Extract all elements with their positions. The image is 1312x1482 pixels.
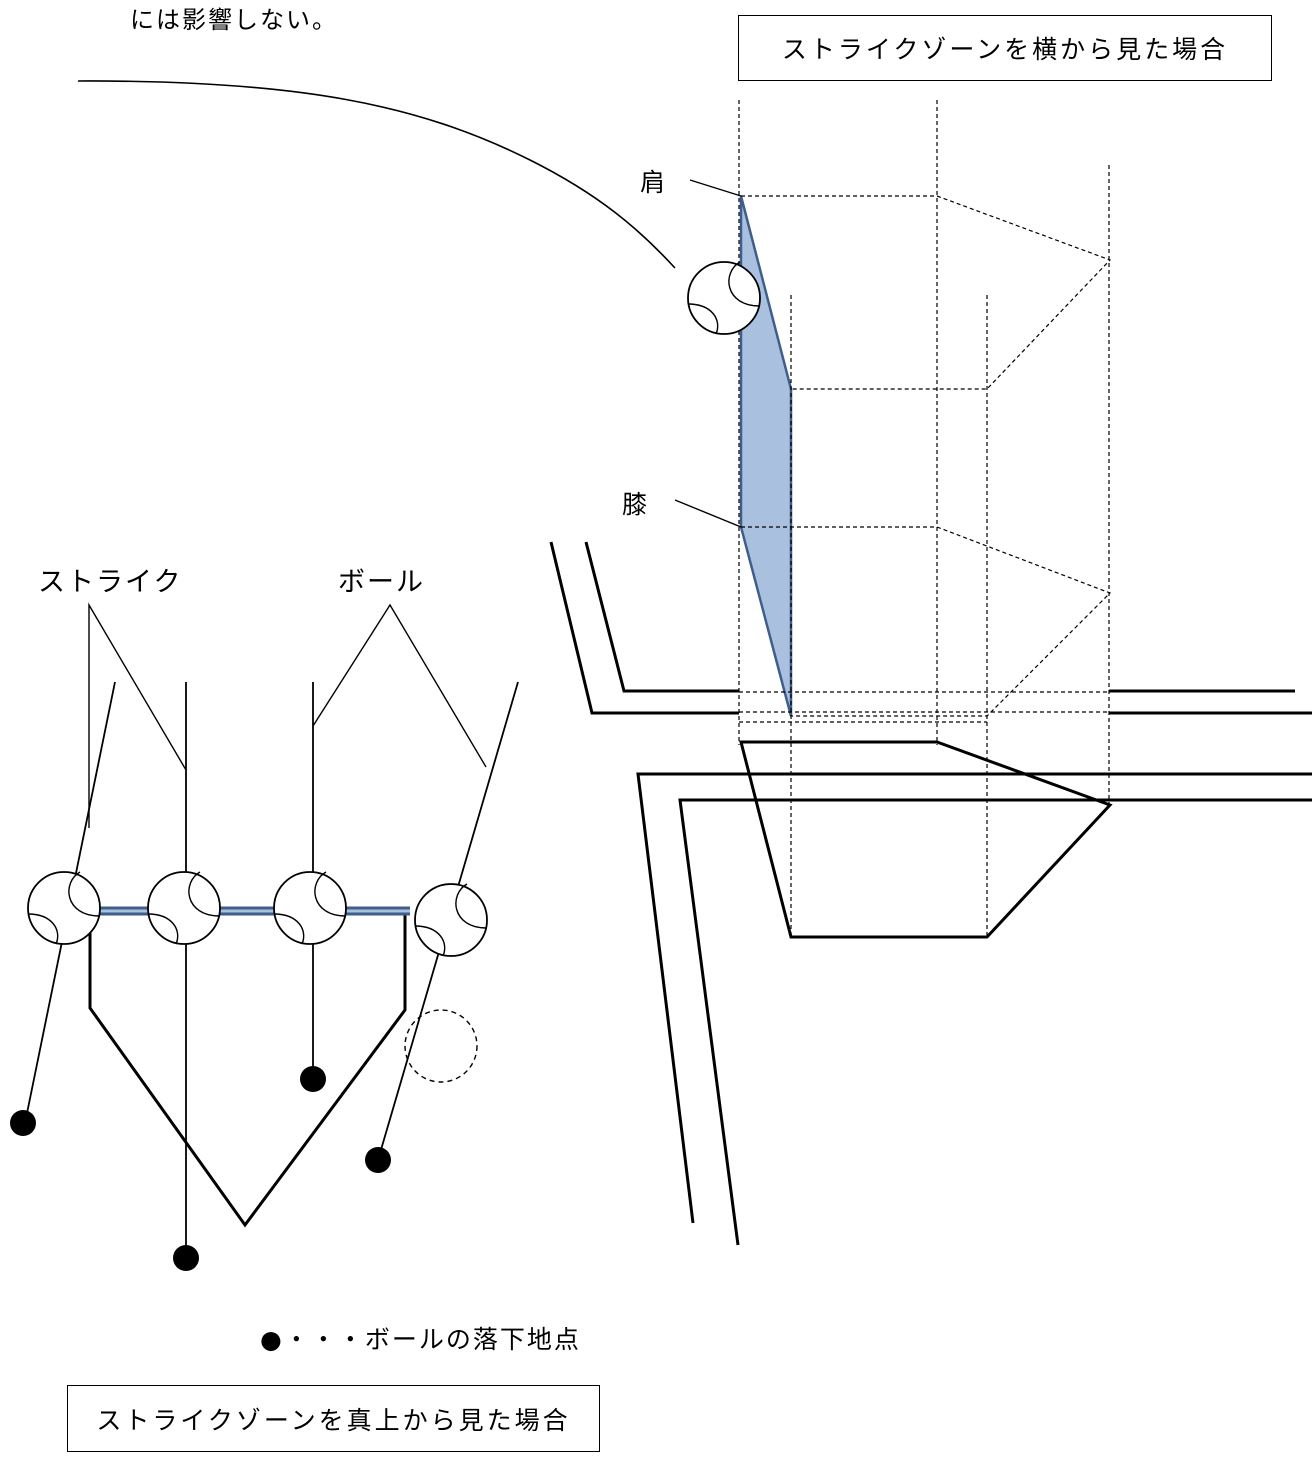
home-plate-top (88, 910, 407, 1228)
top-view-title: ストライクゾーンを真上から見た場合 (67, 1385, 600, 1452)
zone-prism-outline (739, 195, 1112, 723)
shoulder-label: 肩 (640, 168, 668, 197)
knee-label: 膝 (622, 490, 650, 519)
guide-lines (738, 100, 1110, 935)
baseball-side-icon (687, 261, 761, 335)
side-view-title: ストライクゾーンを横から見た場合 (738, 15, 1272, 81)
baseball-top-icon (414, 883, 488, 957)
home-plate-side (739, 740, 1113, 939)
baseball-top-icon (273, 871, 347, 945)
strike-label: ストライク (38, 567, 183, 598)
baseball-top-icon (27, 871, 101, 945)
pitch-trajectory (77, 80, 676, 269)
shoulder-pointer (689, 179, 742, 197)
baseball-top-icon (147, 871, 221, 945)
knee-pointer (674, 499, 742, 528)
batters-box-lines (549, 541, 1312, 1246)
top-view-pointers (88, 602, 487, 828)
landing-point-dots (10, 1066, 391, 1271)
dashed-ball-outline (404, 1009, 478, 1083)
landing-point-legend: ●・・・ボールの落下地点 (260, 1325, 581, 1354)
ball-trajectories (24, 681, 519, 1256)
top-note: には影響しない。 (130, 6, 338, 34)
ball-label: ボール (338, 567, 425, 598)
